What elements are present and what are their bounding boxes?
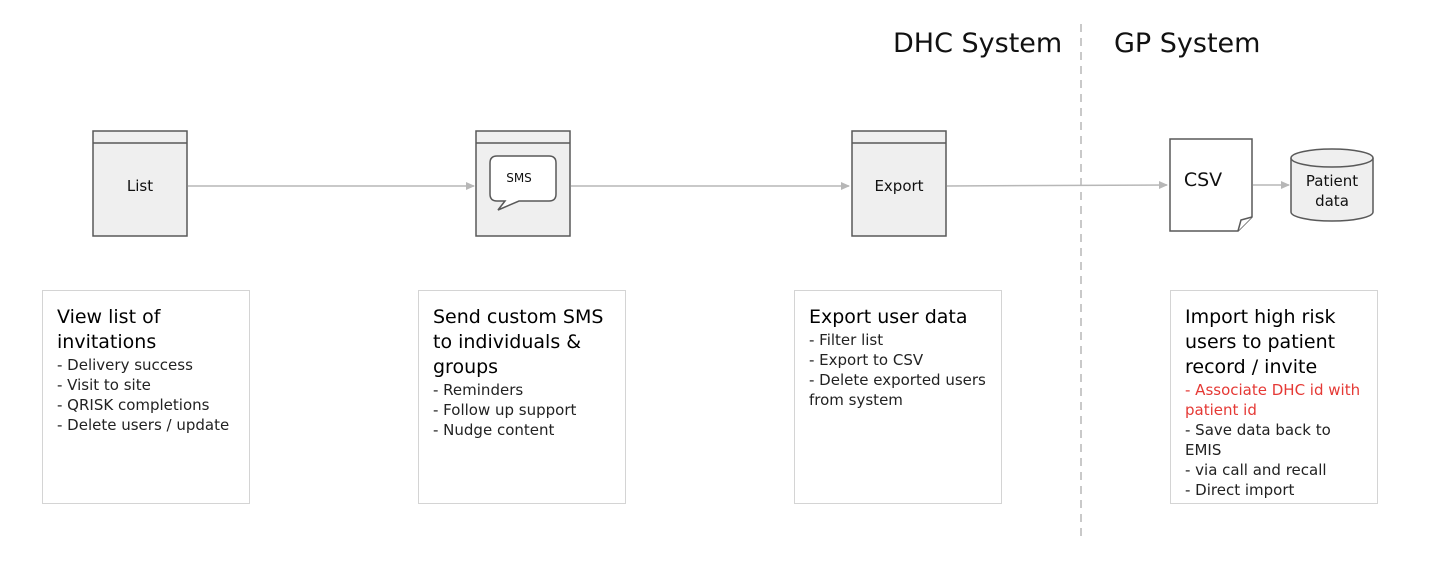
card-export-data: Export user data - Filter list - Export … bbox=[794, 290, 1002, 504]
card-title: Send custom SMS to individuals & groups bbox=[433, 306, 604, 378]
list-item: - Delivery success bbox=[57, 356, 193, 374]
list-item: - Visit to site bbox=[57, 376, 151, 394]
card-list: - Filter list - Export to CSV - Delete e… bbox=[809, 330, 991, 410]
list-item: - Filter list bbox=[809, 331, 884, 349]
sms-node-label: SMS bbox=[506, 171, 532, 185]
highlight-item: - Associate DHC id with patient id bbox=[1185, 381, 1361, 419]
list-item: - Export to CSV bbox=[809, 351, 924, 369]
list-item: - Nudge content bbox=[433, 421, 555, 439]
patient-data-label: Patient data bbox=[1291, 171, 1373, 211]
list-item: - Delete users / update bbox=[57, 416, 230, 434]
card-view-list: View list of invitations - Delivery succ… bbox=[42, 290, 250, 504]
sms-window-node bbox=[475, 130, 571, 237]
card-list: - Delivery success - Visit to site - QRI… bbox=[57, 355, 239, 435]
list-item: - QRISK completions bbox=[57, 396, 210, 414]
card-title: Import high risk users to patient record… bbox=[1185, 306, 1336, 378]
dhc-system-label: DHC System bbox=[893, 28, 1063, 59]
card-import-users: Import high risk users to patient record… bbox=[1170, 290, 1378, 504]
card-list: - Associate DHC id with patient id - Sav… bbox=[1185, 380, 1367, 500]
card-list: - Reminders - Follow up support - Nudge … bbox=[433, 380, 615, 440]
gp-system-label: GP System bbox=[1114, 28, 1261, 59]
speech-bubble-icon bbox=[489, 155, 557, 211]
list-node-label: List bbox=[126, 177, 154, 195]
list-window-node bbox=[92, 130, 188, 237]
card-title: Export user data bbox=[809, 306, 968, 328]
list-item: - Delete exported users from system bbox=[809, 371, 986, 409]
arrow-export-to-csv bbox=[946, 181, 1168, 190]
list-item: - Follow up support bbox=[433, 401, 577, 419]
card-title: View list of invitations bbox=[57, 306, 161, 353]
list-item: - via call and recall bbox=[1185, 461, 1327, 479]
export-window-node bbox=[851, 130, 947, 237]
patient-data-label-line1: Patient bbox=[1305, 172, 1359, 190]
export-node-label: Export bbox=[874, 177, 924, 195]
csv-node-label: CSV bbox=[1183, 169, 1223, 191]
list-item: - Reminders bbox=[433, 381, 524, 399]
list-item: - Direct import bbox=[1185, 481, 1295, 499]
csv-document-icon bbox=[1169, 138, 1253, 232]
list-item: - Save data back to EMIS bbox=[1185, 421, 1331, 459]
database-icon bbox=[1290, 148, 1374, 222]
patient-data-label-line2: data bbox=[1315, 192, 1349, 210]
card-send-sms: Send custom SMS to individuals & groups … bbox=[418, 290, 626, 504]
